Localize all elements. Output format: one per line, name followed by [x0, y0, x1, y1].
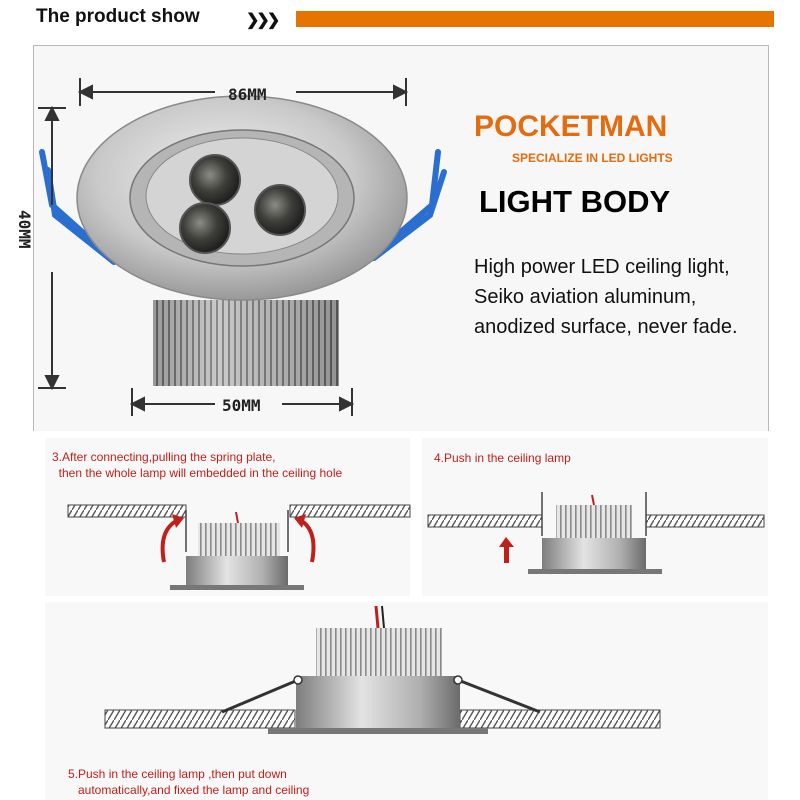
step5-diagram	[104, 605, 661, 734]
dimension-bottom-label: 50MM	[222, 396, 261, 415]
header-title: The product show	[36, 6, 200, 27]
ceiling-right	[289, 504, 411, 518]
spring-clip-right	[371, 149, 447, 261]
dimension-width-label: 86MM	[228, 85, 267, 104]
step4-diagram	[427, 492, 765, 574]
dimension-lines	[38, 78, 409, 416]
ceiling-left	[427, 514, 543, 528]
section-heading: LIGHT BODY	[479, 184, 671, 219]
up-arrow-icon	[504, 545, 509, 563]
step5-line2: automatically,and fixed the lamp and cei…	[68, 783, 310, 797]
step3-line2: then the whole lamp will embedded in the…	[52, 466, 343, 480]
brand-tagline: SPECIALIZE IN LED LIGHTS	[512, 151, 673, 165]
step3-instruction: 3.After connecting,pulling the spring pl…	[52, 449, 342, 481]
product-description: High power LED ceiling light, Seiko avia…	[474, 256, 738, 338]
led-lens-icon	[254, 184, 306, 236]
ceiling-right	[459, 709, 661, 729]
led-lens-icon	[179, 202, 231, 254]
ceiling-left	[67, 504, 187, 518]
step3-diagram	[67, 504, 411, 590]
step5-instruction: 5.Push in the ceiling lamp ,then put dow…	[68, 766, 309, 798]
brand-name: POCKETMAN	[474, 110, 668, 143]
step4-instruction: 4.Push in the ceiling lamp	[434, 450, 571, 466]
ceiling-right	[645, 514, 765, 528]
ceiling-left	[104, 709, 296, 729]
chevron-right-icon: ❯❯❯	[246, 12, 280, 29]
step3-line1: 3.After connecting,pulling the spring pl…	[52, 450, 276, 464]
header-accent-bar	[296, 11, 774, 27]
step4-line1: 4.Push in the ceiling lamp	[434, 451, 571, 465]
lamp-illustration	[38, 78, 447, 416]
step5-line1: 5.Push in the ceiling lamp ,then put dow…	[68, 767, 287, 781]
